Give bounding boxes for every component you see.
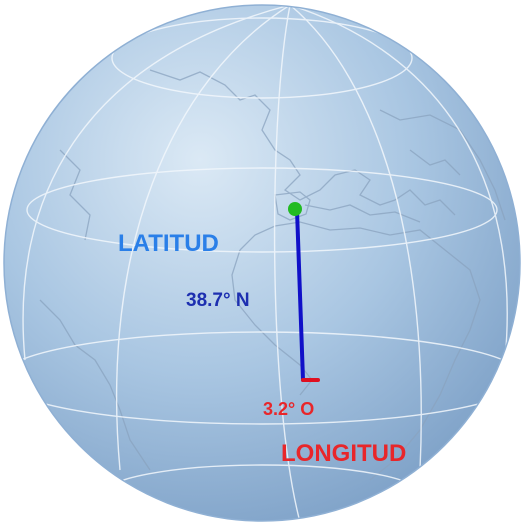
longitude-value: 3.2° O	[263, 399, 314, 419]
continent-outlines	[39, 69, 506, 481]
globe-sphere	[4, 5, 520, 521]
asia-outline	[379, 109, 506, 221]
meridian-line	[289, 5, 508, 361]
latitude-line	[295, 208, 305, 382]
mediterranean-outline	[304, 204, 421, 223]
meridian-line	[289, 5, 422, 471]
meridian-line	[22, 5, 291, 361]
parallel-line	[4, 331, 520, 425]
iberia-outline	[274, 191, 311, 221]
americas-outline	[39, 149, 151, 471]
parallel-line	[111, 17, 413, 99]
meridian-line	[115, 5, 291, 471]
location-point	[288, 202, 302, 216]
meridian-line	[273, 5, 301, 521]
parallel-line	[26, 167, 498, 253]
longitude-title: LONGITUD	[281, 440, 406, 467]
globe-edge	[3, 4, 521, 522]
latitude-title: LATITUD	[118, 230, 219, 257]
africa-outline	[231, 221, 481, 481]
latitude-value: 38.7° N	[186, 290, 250, 311]
